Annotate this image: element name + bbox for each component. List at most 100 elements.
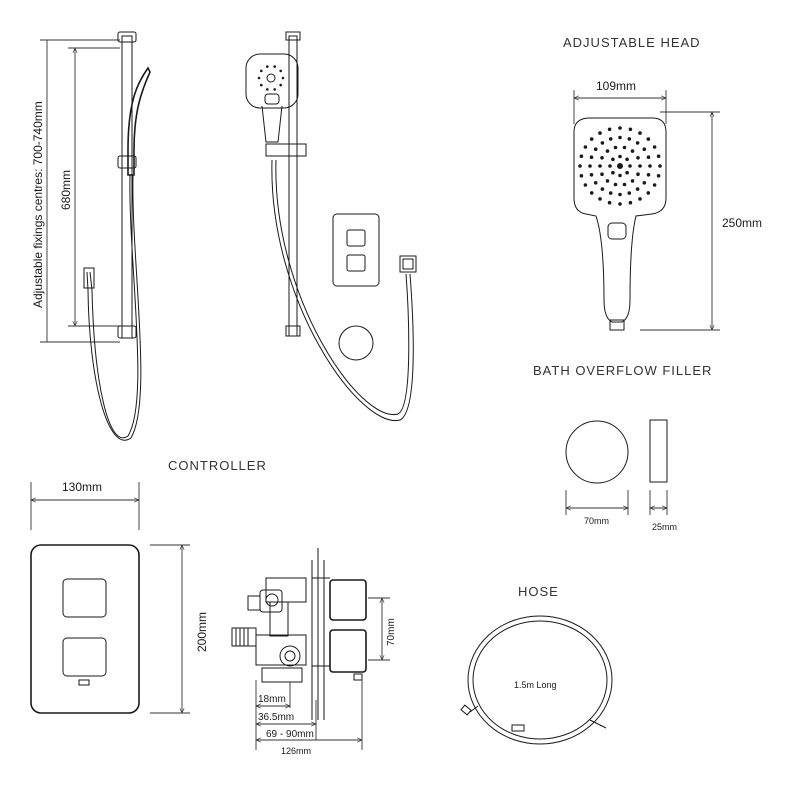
adjustable-head-section: ADJUSTABLE HEAD 109mm 250mm: [563, 35, 762, 330]
nozzle: [652, 183, 657, 187]
nozzle: [583, 145, 588, 149]
nozzle: [583, 183, 588, 187]
nozzle: [605, 179, 610, 183]
rail-front: [288, 35, 298, 337]
nozzle: [600, 156, 604, 160]
hose-side: [89, 174, 139, 439]
nozzle: [273, 88, 277, 91]
nozzle: [608, 137, 613, 141]
valve-69-90mm-label: 69 - 90mm: [266, 729, 314, 740]
bath-overflow-filler-title: BATH OVERFLOW FILLER: [533, 363, 712, 378]
nozzle: [630, 179, 635, 183]
nozzle: [625, 170, 629, 175]
hose-section: HOSE 1.5m Long: [460, 584, 613, 745]
nozzle: [589, 137, 594, 141]
nozzle: [652, 145, 657, 149]
nozzle: [635, 187, 640, 191]
nozzle: [646, 137, 651, 141]
nozzle: [607, 200, 612, 205]
valve-upper-knob: [329, 579, 367, 621]
head-nozzle-grid: [578, 126, 662, 206]
controller-plate: [30, 544, 140, 714]
nozzle: [579, 154, 584, 158]
hose-title: HOSE: [518, 584, 559, 599]
controller-section: CONTROLLER 130mm 200mm: [30, 458, 397, 756]
nozzle: [618, 173, 622, 178]
handset-side-profile: [127, 66, 151, 176]
spray-selector-button: [607, 222, 627, 240]
nozzle: [605, 149, 610, 153]
nozzle: [260, 69, 263, 73]
nozzle: [598, 197, 602, 201]
nozzle: [579, 174, 584, 178]
nozzle: [630, 149, 635, 153]
nozzle: [281, 76, 285, 80]
fixings-centres-label: Adjustable fixings centres: 700-740mm: [31, 101, 45, 308]
nozzle: [625, 157, 629, 162]
nozzle: [600, 172, 604, 176]
slider-bracket-front: [265, 143, 307, 157]
handset-front: [245, 53, 299, 109]
nozzle: [589, 155, 594, 159]
rail-length-label: 680mm: [59, 170, 73, 210]
nozzle: [638, 164, 642, 168]
nozzle: [627, 191, 632, 195]
nozzle: [646, 155, 651, 159]
filler-front-circle: [565, 420, 629, 484]
nozzle: [635, 141, 640, 145]
nozzle: [266, 65, 269, 68]
nozzle: [613, 182, 618, 187]
rail-bar: [121, 35, 133, 339]
wall-outlet-front: [399, 255, 417, 273]
controller-height-label: 200mm: [195, 612, 209, 652]
nozzle: [578, 164, 582, 168]
nozzle: [622, 182, 627, 187]
nozzle: [600, 187, 605, 191]
hose-length-label: 1.5m Long: [514, 680, 557, 690]
filler-diameter-label: 70mm: [584, 516, 609, 526]
valve-height-label: 70mm: [386, 618, 397, 646]
nozzle: [608, 191, 613, 195]
valve-body-side-view: 70mm 18mm 36.5mm 69 - 90mm 126mm: [231, 548, 397, 756]
riser-rail-side-view: Adjustable fixings centres: 700-740mm 68…: [31, 31, 151, 441]
nozzle: [627, 137, 632, 141]
controller-lower-knob: [62, 637, 107, 677]
nozzle: [600, 141, 605, 145]
nozzle: [266, 88, 269, 91]
valve-lower-knob: [329, 629, 367, 673]
head-outline: [573, 117, 667, 323]
nozzle: [622, 145, 627, 150]
nozzle: [628, 164, 632, 168]
filler-side-profile: [649, 419, 668, 483]
adjustable-head-title: ADJUSTABLE HEAD: [563, 35, 701, 50]
valve-36mm-label: 36.5mm: [258, 712, 294, 723]
nozzle: [642, 147, 647, 151]
nozzle: [646, 173, 651, 177]
nozzle: [656, 154, 661, 158]
nozzle: [618, 192, 622, 197]
nozzle: [260, 83, 263, 87]
nozzle: [257, 76, 261, 80]
controller-upper-knob: [62, 578, 107, 618]
nozzle: [628, 200, 633, 205]
hose-end-bottom: [511, 724, 525, 732]
nozzle: [636, 156, 640, 160]
nozzle: [593, 181, 598, 185]
nozzle: [617, 163, 623, 169]
nozzle: [589, 191, 594, 195]
head-height-label: 250mm: [722, 216, 762, 230]
valve-126mm-label: 126mm: [281, 746, 311, 756]
nozzle: [636, 172, 640, 176]
nozzle: [628, 127, 633, 132]
nozzle: [646, 191, 651, 195]
hose-coil-outer: [467, 615, 613, 745]
nozzle: [648, 164, 652, 168]
nozzle: [618, 126, 622, 130]
overflow-filler-front: [338, 325, 374, 361]
head-width-label: 109mm: [596, 79, 636, 93]
nozzle: [279, 69, 283, 73]
nozzle: [618, 135, 622, 140]
valve-18mm-label: 18mm: [258, 694, 286, 705]
nozzle: [613, 145, 618, 150]
